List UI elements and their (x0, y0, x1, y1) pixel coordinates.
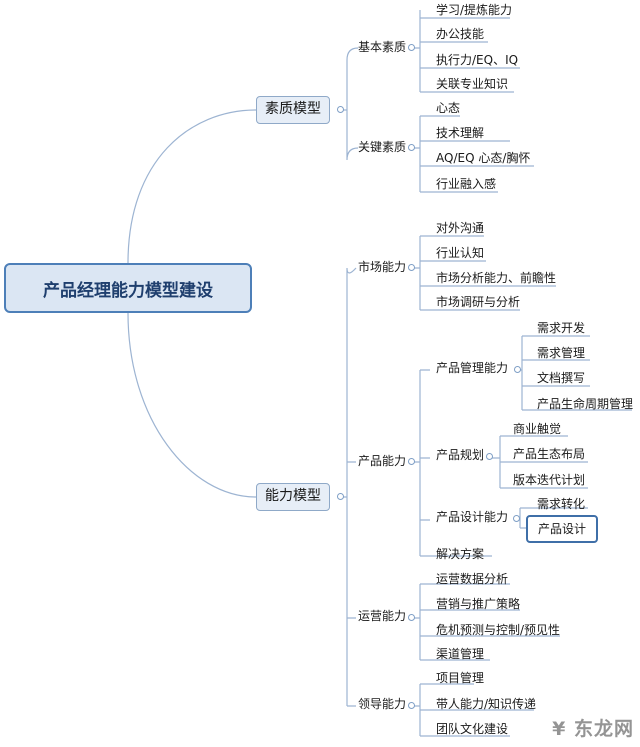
leaf-topic[interactable]: AQ/EQ 心态/胸怀 (436, 151, 531, 165)
leaf-topic[interactable]: 版本迭代计划 (513, 473, 586, 487)
topic-product-management[interactable]: 产品管理能力 (436, 361, 509, 375)
leaf-topic[interactable]: 行业融入感 (436, 177, 497, 191)
connector (410, 683, 534, 737)
leaf-topic[interactable]: 带人能力/知识传递 (436, 697, 537, 711)
leaf-topic[interactable]: 文档撰写 (537, 371, 586, 385)
connector (410, 235, 556, 311)
leaf-topic[interactable]: 产品生态布局 (513, 447, 586, 461)
collapse-toggle-icon[interactable] (408, 264, 415, 271)
root-topic[interactable]: 产品经理能力模型建设 (4, 263, 252, 313)
leaf-topic[interactable]: 心态 (436, 101, 461, 115)
connector (410, 115, 534, 193)
topic-key-quality[interactable]: 关键素质 (358, 140, 407, 154)
leaf-topic[interactable]: 运营数据分析 (436, 572, 509, 586)
watermark: ¥ 东龙网 (552, 718, 634, 740)
connector (410, 369, 492, 557)
topic-ability-model[interactable]: 能力模型 (256, 483, 330, 511)
leaf-topic[interactable]: 行业认知 (436, 246, 485, 260)
topic-product-ability[interactable]: 产品能力 (358, 454, 407, 468)
leaf-topic[interactable]: 关联专业知识 (436, 77, 509, 91)
collapse-toggle-icon[interactable] (408, 458, 415, 465)
topic-product-design[interactable]: 产品设计能力 (436, 510, 509, 524)
collapse-toggle-icon[interactable] (408, 44, 415, 51)
topic-market-ability[interactable]: 市场能力 (358, 260, 407, 274)
leaf-topic[interactable]: 项目管理 (436, 671, 485, 685)
leaf-topic[interactable]: 产品生命周期管理 (537, 397, 634, 411)
leaf-topic[interactable]: 渠道管理 (436, 647, 485, 661)
collapse-toggle-icon[interactable] (486, 453, 493, 460)
collapse-toggle-icon[interactable] (514, 366, 521, 373)
topic-leadership-ability[interactable]: 领导能力 (358, 697, 407, 711)
leaf-topic[interactable]: 市场调研与分析 (436, 295, 521, 309)
leaf-topic[interactable]: 解决方案 (436, 547, 485, 561)
leaf-topic[interactable]: 危机预测与控制/预见性 (436, 623, 561, 637)
collapse-toggle-icon[interactable] (513, 515, 520, 522)
connector (410, 583, 560, 661)
leaf-topic[interactable]: 技术理解 (436, 126, 485, 140)
connector (488, 435, 588, 489)
leaf-topic[interactable]: 市场分析能力、前瞻性 (436, 271, 557, 285)
collapse-toggle-icon[interactable] (408, 614, 415, 621)
selected-topic-product-design[interactable]: 产品设计 (526, 515, 599, 543)
collapse-toggle-icon[interactable] (408, 702, 415, 709)
leaf-topic[interactable]: 营销与推广策略 (436, 597, 521, 611)
collapse-toggle-icon[interactable] (337, 493, 344, 500)
leaf-topic[interactable]: 学习/提炼能力 (436, 3, 513, 17)
leaf-topic[interactable]: 对外沟通 (436, 221, 485, 235)
collapse-toggle-icon[interactable] (337, 106, 344, 113)
topic-product-planning[interactable]: 产品规划 (436, 448, 485, 462)
leaf-topic[interactable]: 团队文化建设 (436, 722, 509, 736)
topic-basic-quality[interactable]: 基本素质 (358, 40, 407, 54)
topic-quality-model[interactable]: 素质模型 (256, 96, 330, 124)
leaf-topic[interactable]: 办公技能 (436, 27, 485, 41)
connector (127, 312, 257, 498)
collapse-toggle-icon[interactable] (408, 144, 415, 151)
leaf-topic[interactable]: 需求转化 (537, 497, 586, 511)
connector (340, 267, 357, 707)
leaf-topic[interactable]: 执行力/EQ、IQ (436, 53, 519, 67)
leaf-topic[interactable]: 商业触觉 (513, 422, 562, 436)
topic-operation-ability[interactable]: 运营能力 (358, 609, 407, 623)
connector (127, 109, 257, 264)
connector (410, 10, 520, 93)
leaf-topic[interactable]: 需求管理 (537, 346, 586, 360)
leaf-topic[interactable]: 需求开发 (537, 321, 586, 335)
connector (340, 47, 359, 161)
